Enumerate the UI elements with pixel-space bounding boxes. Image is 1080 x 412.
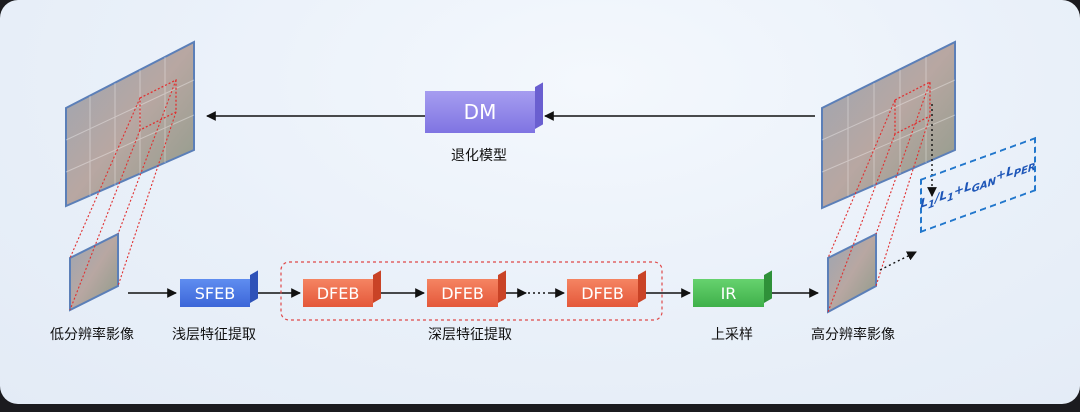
dm-block-label: DM	[463, 100, 497, 124]
ir-block-face: IR	[693, 279, 764, 307]
dfeb-block-1-label: DFEB	[316, 283, 360, 303]
sfeb-block: SFEB	[180, 270, 258, 307]
degradation-label: 退化模型	[451, 148, 507, 164]
dm-block: DM	[425, 82, 543, 133]
hr-image-label: 高分辨率影像	[811, 327, 895, 343]
loss-l1-sub: 1	[928, 198, 936, 212]
arrow-sr-to-loss	[879, 251, 917, 271]
dfeb-block-3-label: DFEB	[581, 283, 624, 303]
dfeb-block-1-face: DFEB	[303, 279, 373, 307]
hr-target-large-image	[821, 40, 956, 210]
ir-label: 上采样	[711, 327, 753, 343]
loss-slash: /L	[935, 187, 948, 206]
dfeb-block-3-side	[638, 270, 646, 303]
loss-l1: L	[920, 194, 929, 212]
sfeb-label: 浅层特征提取	[172, 327, 256, 343]
deep-feature-group-box	[280, 261, 663, 321]
dfeb-block-3: DFEB	[567, 270, 646, 307]
hr-projection-lines	[827, 81, 931, 313]
dfeb-block-2: DFEB	[427, 270, 506, 307]
ir-block-label: IR	[720, 283, 737, 303]
dfeb-block-1-side	[373, 270, 381, 303]
dm-block-side	[535, 82, 543, 129]
dfeb-block-3-face: DFEB	[567, 279, 638, 307]
lr-image-label: 低分辨率影像	[50, 327, 134, 343]
dfeb-block-2-label: DFEB	[441, 283, 484, 303]
sfeb-block-label: SFEB	[194, 283, 236, 303]
ir-block: IR	[693, 270, 772, 307]
sfeb-block-side	[250, 270, 258, 303]
lr-projection-lines	[69, 79, 177, 311]
loss-gan-sub: GAN	[971, 176, 997, 196]
sfeb-block-face: SFEB	[180, 279, 250, 307]
dm-block-face: DM	[425, 91, 535, 133]
dfeb-block-2-face: DFEB	[427, 279, 498, 307]
dfeb-block-2-side	[498, 270, 506, 303]
hr-small-image	[827, 232, 877, 314]
dfeb-label: 深层特征提取	[428, 327, 512, 343]
loss-per-sub: PER	[1013, 161, 1036, 181]
loss-per: +L	[996, 163, 1014, 184]
dfeb-block-1: DFEB	[303, 270, 381, 307]
lr-source-large-image	[65, 40, 195, 208]
lr-small-image	[69, 232, 119, 312]
loss-l1b-sub: 1	[947, 191, 955, 205]
ir-block-side	[764, 270, 772, 303]
loss-gan: +L	[954, 178, 972, 200]
